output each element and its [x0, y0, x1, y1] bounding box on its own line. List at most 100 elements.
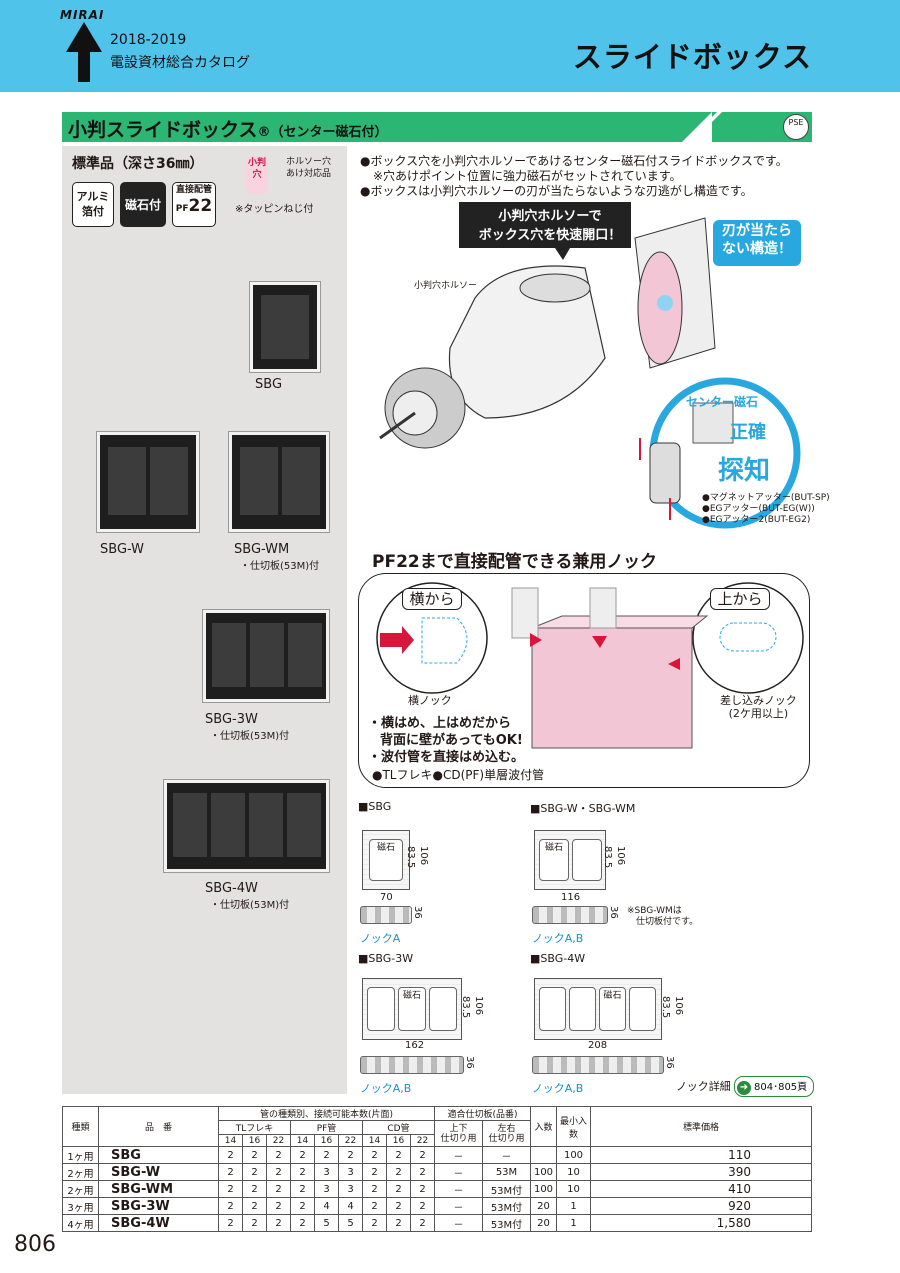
cell-count: 2 — [362, 1163, 387, 1181]
holesaw-note: ホルソー穴あけ対応品 — [285, 157, 331, 179]
accurate-label: 正確 — [730, 422, 766, 443]
cell-count: 2 — [266, 1214, 291, 1232]
dim-h1-sbg: 83.5 — [405, 846, 416, 869]
cell-count: 2 — [410, 1214, 435, 1232]
diagram-sbg-w: 磁石 — [534, 830, 606, 890]
cell-leftright: 53M付 — [482, 1197, 531, 1215]
pipe-types: ●TLフレキ●CD(PF)単層波付管 — [372, 768, 545, 782]
knock-detail-label: ノック詳細 — [676, 1080, 731, 1093]
cell-count: 2 — [290, 1214, 315, 1232]
diagram-sbg: 磁石 — [362, 830, 410, 890]
cell-leftright: － — [482, 1146, 531, 1164]
header-size: 16 — [314, 1134, 339, 1147]
knock-point-2: 背面に壁があってもOK! — [380, 733, 523, 748]
header-size: 14 — [218, 1134, 243, 1147]
cell-min-qty: 10 — [556, 1180, 591, 1198]
section-title: 小判スライドボックス®（センター磁石付） — [68, 115, 387, 142]
cell-count: 2 — [290, 1180, 315, 1198]
cell-price: 390 — [590, 1163, 812, 1181]
product-sub-sbg-wm: ・仕切板(53M)付 — [240, 561, 320, 572]
cell-count: 2 — [218, 1197, 243, 1215]
diagram-cell — [539, 987, 566, 1031]
section-title-main: 小判スライドボックス — [68, 119, 258, 141]
product-label-sbg: SBG — [255, 377, 283, 392]
cell-kind: 1ヶ用 — [62, 1146, 99, 1164]
cell-count: 5 — [314, 1214, 339, 1232]
cell-updown: － — [434, 1163, 483, 1181]
page-title: スライドボックス — [572, 40, 812, 74]
cell-kind: 2ヶ用 — [62, 1163, 99, 1181]
diagram-cell — [629, 987, 656, 1031]
dim-h1-sbg-4w: 83.5 — [660, 996, 671, 1019]
cell-model: SBG-4W — [98, 1214, 219, 1232]
cell-qty — [530, 1146, 557, 1164]
cell-count: 3 — [338, 1180, 363, 1198]
diagram-cell — [572, 839, 602, 881]
knock-type-sbg-w: ノックA,B — [532, 932, 584, 945]
product-sub-sbg-4w: ・仕切板(53M)付 — [210, 900, 290, 911]
knock-type-sbg-4w: ノックA,B — [532, 1082, 584, 1095]
cell-count: 3 — [314, 1163, 339, 1181]
diagram-cell: 磁石 — [398, 987, 426, 1031]
feature-1: ●ボックス穴を小判穴ホルソーであけるセンター磁石付スライドボックスです。 — [360, 154, 788, 168]
product-image-sbg-w — [96, 431, 200, 533]
cell-count: 2 — [218, 1180, 243, 1198]
cell-price: 1,580 — [590, 1214, 812, 1232]
side-entry-label: 横から — [402, 588, 462, 610]
cell-count: 2 — [290, 1197, 315, 1215]
cell-count: 2 — [242, 1197, 267, 1215]
header-tl: TLフレキ — [218, 1120, 291, 1135]
dim-width-sbg-3w: 162 — [405, 1040, 425, 1051]
cell-model: SBG — [98, 1146, 219, 1164]
header-cd: CD管 — [362, 1120, 435, 1135]
cell-count: 2 — [362, 1214, 387, 1232]
header-model: 品 番 — [98, 1106, 219, 1147]
cell-count: 2 — [218, 1163, 243, 1181]
feature-note: ※穴あけポイント位置に強力磁石がセットされています。 — [373, 169, 682, 183]
dim-h2-sbg: 106 — [418, 846, 429, 866]
diagram-cell: 磁石 — [539, 839, 569, 881]
knock-strip-sbg-4w — [532, 1056, 664, 1074]
cell-kind: 4ヶ用 — [62, 1214, 99, 1232]
product-image-sbg-3w — [202, 609, 330, 703]
cell-count: 2 — [386, 1146, 411, 1164]
header-size: 16 — [242, 1134, 267, 1147]
cell-qty: 20 — [530, 1197, 557, 1215]
cell-qty: 100 — [530, 1163, 557, 1181]
dim-width-sbg: 70 — [380, 892, 393, 903]
catalog-header — [0, 0, 900, 92]
cell-updown: － — [434, 1146, 483, 1164]
dim-depth-sbg-w: 36 — [608, 906, 619, 919]
header-size: 22 — [266, 1134, 291, 1147]
cell-count: 4 — [314, 1197, 339, 1215]
cell-count: 2 — [218, 1146, 243, 1164]
dim-depth-sbg: 36 — [412, 906, 423, 919]
cell-count: 2 — [266, 1197, 291, 1215]
mirai-logo-icon — [66, 22, 102, 82]
cell-count: 2 — [410, 1180, 435, 1198]
cell-updown: － — [434, 1214, 483, 1232]
cell-min-qty: 10 — [556, 1163, 591, 1181]
cell-count: 2 — [386, 1197, 411, 1215]
header-leftright: 左右 仕切り用 — [482, 1120, 531, 1147]
cell-count: 2 — [290, 1146, 315, 1164]
header-size: 14 — [362, 1134, 387, 1147]
cell-min-qty: 1 — [556, 1214, 591, 1232]
knock-type-sbg: ノックA — [360, 932, 401, 945]
header-price: 標準価格 — [590, 1106, 812, 1147]
knock-frame — [358, 573, 810, 788]
cell-qty: 20 — [530, 1214, 557, 1232]
cell-leftright: 53M付 — [482, 1180, 531, 1198]
header-qty: 入数 — [530, 1106, 557, 1147]
knock-illustration — [376, 582, 804, 749]
knock-detail-link[interactable]: ➜804･805頁 — [734, 1076, 815, 1097]
cell-model: SBG-W — [98, 1163, 219, 1181]
cell-price: 410 — [590, 1180, 812, 1198]
header-pf: PF管 — [290, 1120, 363, 1135]
diagram-title-sbg-3w: ■SBG-3W — [358, 952, 414, 965]
cell-count: 2 — [218, 1214, 243, 1232]
oval-hole-badge: 小判穴 — [246, 156, 268, 194]
